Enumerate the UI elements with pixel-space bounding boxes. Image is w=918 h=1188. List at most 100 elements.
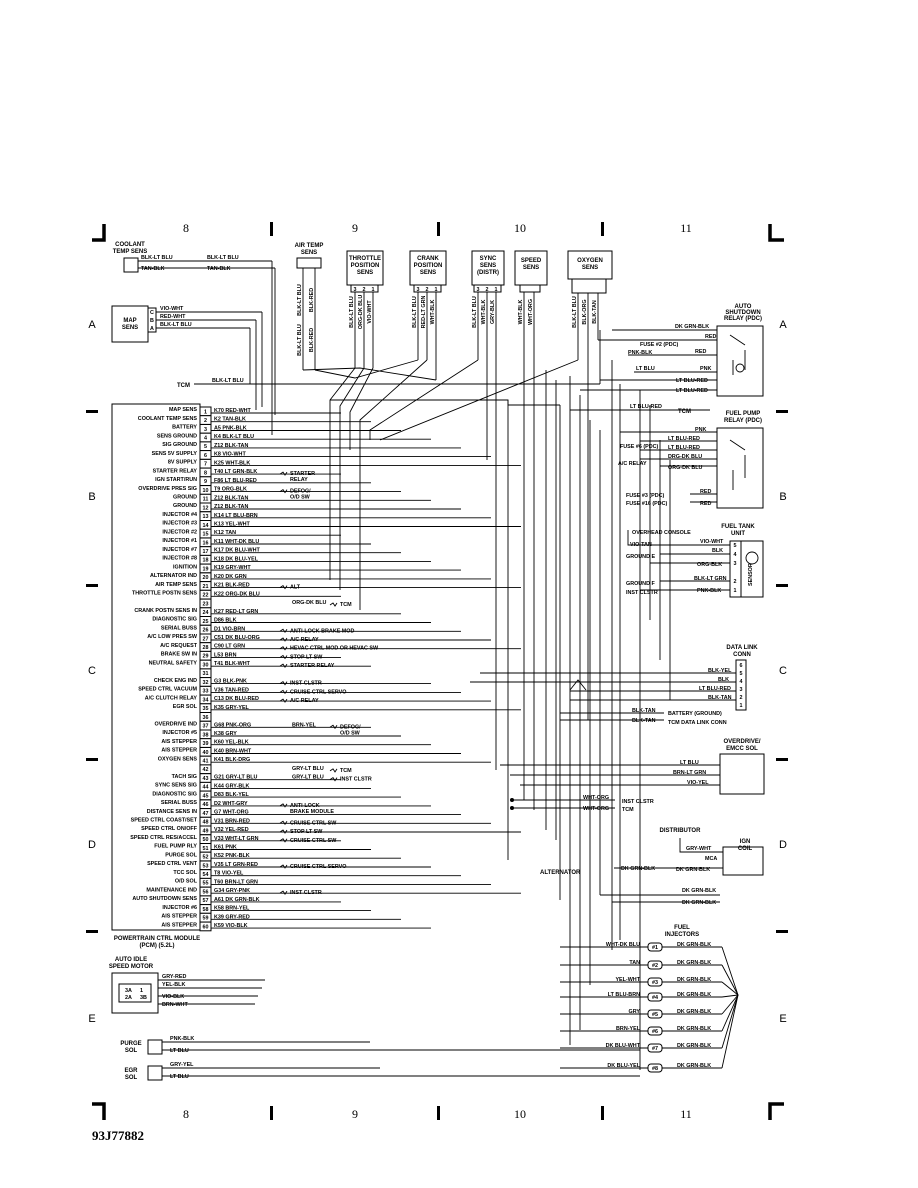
pcm-pin-wire: K38 GRY [214,731,237,737]
auto-idle-speed-motor: AUTO IDLE SPEED MOTOR 3A 2A 1 3B GRY-RED… [109,957,265,1014]
svg-text:FUEL PUMP: FUEL PUMP [726,411,761,417]
pcm-pin-wire: Z12 BLK-TAN [214,504,248,510]
note-text: DEFOG/ [290,489,311,495]
svg-text:AUTO IDLE: AUTO IDLE [115,957,147,963]
svg-text:SYNC: SYNC [480,256,497,262]
pcm-pin-wire: D2 WHT-GRY [214,801,248,807]
svg-text:SENSOR: SENSOR [748,563,754,586]
col-label: 11 [680,221,692,235]
svg-text:OVERDRIVE/: OVERDRIVE/ [723,739,760,745]
pcm-pin-wire: G34 GRY-PNK [214,888,250,894]
svg-text:IGN: IGN [740,839,751,845]
note-text: ANTI-LOCK [290,803,320,809]
svg-text:PURGE: PURGE [120,1041,141,1047]
pcm-pin-number: 23 [203,601,209,607]
pcm-pin-wire: T41 BLK-WHT [214,661,251,667]
pcm-pin-label: INJECTOR #8 [162,556,197,562]
pcm-pin-row: 31 [199,668,212,679]
svg-text:SENS: SENS [122,325,138,331]
pcm-pin-wire: G21 GRY-LT BLU [214,775,258,781]
pcm-pin-row: 42 [199,764,212,775]
pcm-pin-wire: K61 PNK [214,845,237,851]
injector-wire-out: DK GRN-BLK [677,977,711,983]
svg-text:LT BLU-RED: LT BLU-RED [699,686,731,692]
note-text: O/D SW [290,495,311,501]
svg-text:BLK-LT GRN: BLK-LT GRN [694,576,727,582]
overdrive-emcc-solenoid: OVERDRIVE/ EMCC SOL LT BLU BRN-LT GRN VI… [500,739,765,795]
pcm-pin-number: 48 [203,820,209,826]
auto-shutdown-relay: AUTO SHUTDOWN RELAY (PDC) DK GRN-BLK RED… [580,304,764,397]
pcm-pin-wire: D86 BLK [214,618,237,624]
pcm-pin-wire: K18 DK BLU-YEL [214,556,259,562]
pcm-side-note: DEFOG/O/D SW [279,489,311,501]
tcm-link: LT BLU-RED TCM [570,404,710,415]
pcm-side-note: INST CLSTR [279,681,322,687]
svg-text:TCM DATA LINK CONN: TCM DATA LINK CONN [668,720,727,726]
svg-text:SENS: SENS [480,263,496,269]
pcm-pin-number: 12 [203,505,209,511]
svg-text:FUSE #6 (PDC): FUSE #6 (PDC) [620,444,659,450]
pcm-pin-wire: K39 GRY-RED [214,914,250,920]
pcm-side-note: STARTER RELAY [279,663,335,669]
pcm-pin-label: FUEL PUMP RLY [154,844,197,850]
note-text: TCM [340,602,352,608]
pcm-pin-wire: G68 PNK-ORG [214,722,251,728]
row-label: D [779,839,787,851]
note-text: O/D SW [340,730,361,736]
svg-text:5: 5 [740,671,743,677]
svg-text:BATTERY (GROUND): BATTERY (GROUND) [668,711,722,717]
pcm-pin-wire: K27 RED-LT GRN [214,609,258,615]
pcm-pin-label: PURGE SOL [165,852,197,858]
svg-text:A: A [150,326,154,332]
svg-text:WHT-ORG: WHT-ORG [583,806,609,812]
svg-text:RELAY (PDC): RELAY (PDC) [724,316,762,322]
pcm-pin-wire: K70 RED-WHT [214,408,252,414]
svg-text:DRG-DK BLU: DRG-DK BLU [668,454,702,460]
svg-text:BLK-LT BLU: BLK-LT BLU [412,296,418,328]
pcm-pin-number: 38 [203,732,209,738]
svg-text:RELAY (PDC): RELAY (PDC) [724,418,762,424]
svg-text:TEMP SENS: TEMP SENS [113,249,148,255]
svg-text:AIR TEMP: AIR TEMP [295,243,324,249]
pcm-pin-label: OVERDRIVE IND [154,722,197,728]
pcm-pin-wire: V36 TAN-RED [214,687,249,693]
pcm-pin-number: 41 [203,759,209,765]
svg-text:EGR: EGR [124,1068,138,1074]
pcm-pin-wire: K14 LT BLU-BRN [214,513,258,519]
row-label: A [779,319,787,331]
pcm-pin-label: SENS GROUND [157,433,197,439]
svg-text:BRN-LT GRN: BRN-LT GRN [673,770,706,776]
svg-text:SENS: SENS [357,270,373,276]
svg-text:BLK-TAN: BLK-TAN [592,300,598,324]
pcm-pin-number: 7 [204,462,207,468]
col-label: 10 [514,1107,526,1121]
svg-text:POSITION: POSITION [414,263,443,269]
pcm-pin-number: 2 [204,418,207,424]
svg-text:BLK: BLK [712,548,723,554]
pcm-pin-wire: A61 DK GRN-BLK [214,897,260,903]
pcm-side-note: A/C RELAY [279,637,319,643]
svg-text:SENS: SENS [582,265,598,271]
pcm-pin-number: 10 [203,488,209,494]
svg-text:COIL: COIL [738,846,753,852]
pcm-pin-number: 36 [203,715,209,721]
svg-text:WHT-BLK: WHT-BLK [518,299,524,324]
pcm-side-note: INST CLSTR [279,890,322,896]
svg-text:ORG-DK BLU: ORG-DK BLU [668,465,703,471]
svg-text:1: 1 [140,988,143,994]
svg-text:SENS: SENS [301,250,317,256]
svg-text:GROUND F: GROUND F [626,581,655,587]
svg-text:GROUND E: GROUND E [626,554,655,560]
pcm-pin-number: 43 [203,776,209,782]
row-label: C [88,665,96,677]
